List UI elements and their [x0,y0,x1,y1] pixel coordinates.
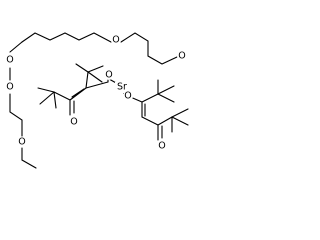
svg-text:O: O [112,35,119,46]
atom-label-sr: Sr [115,82,129,93]
svg-text:O: O [18,137,25,148]
atom-label-o-keto-a: O [69,117,79,128]
svg-text:Sr: Sr [117,82,127,93]
svg-text:O: O [70,117,77,128]
svg-text:O: O [105,70,112,81]
atom-label-o2: O [5,55,15,66]
atom-label-o1: O [111,35,121,46]
svg-text:O: O [158,141,165,152]
atom-label-o4: O [17,137,27,148]
svg-text:O: O [6,55,13,66]
svg-text:O: O [124,91,131,102]
thd-ligand-a-bonds [37,63,109,116]
chemical-structure: O O O O O O Sr O O O [5,32,189,169]
atom-label-o-enol-a: O [104,70,114,81]
atom-label-o-keto-b: O [157,141,167,152]
atom-label-o3: O [5,82,15,93]
svg-text:O: O [178,51,185,62]
atom-label-o5: O [177,51,187,62]
atom-label-o-enol-b: O [123,91,133,102]
tetraglyme-bonds [9,32,178,169]
svg-text:O: O [6,82,13,93]
thd-ligand-b-bonds [127,79,189,141]
